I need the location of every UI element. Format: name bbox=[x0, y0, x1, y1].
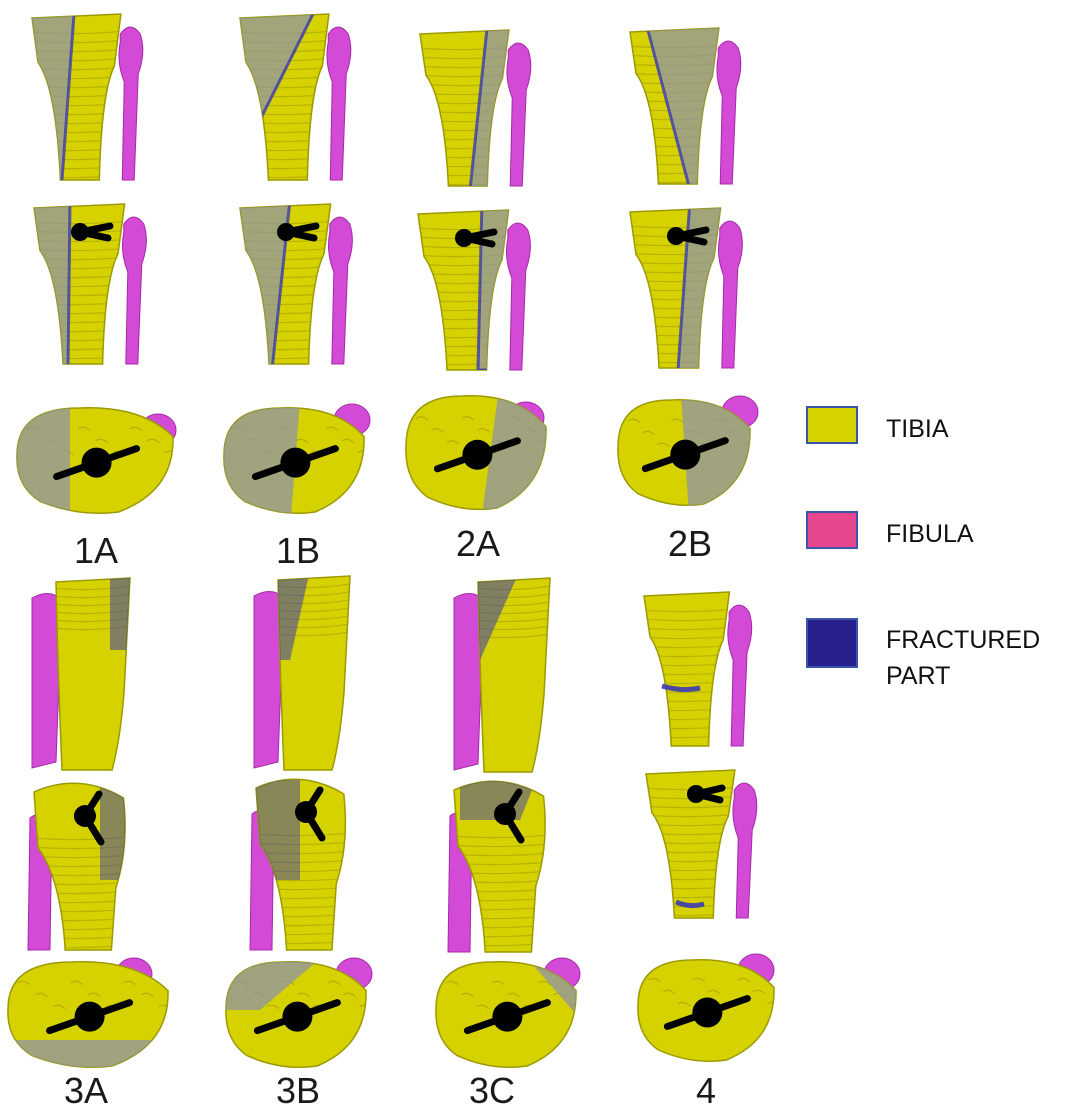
axial-view-1b bbox=[200, 400, 370, 530]
front-implant-view-1b bbox=[236, 200, 352, 370]
legend-label-fractured: FRACTURED bbox=[886, 625, 1040, 656]
side-view-3c bbox=[450, 570, 550, 772]
legend-swatch-fibula bbox=[806, 511, 858, 549]
fractured-region bbox=[110, 570, 140, 650]
case-label-3b: 3B bbox=[276, 1073, 320, 1109]
front-implant-view-4 bbox=[642, 770, 757, 918]
front-view-2a bbox=[416, 0, 540, 190]
axial-view-2b bbox=[618, 380, 760, 530]
front-view-1a bbox=[28, 0, 143, 180]
front-view-1b bbox=[236, 0, 351, 180]
front-implant-view-2b bbox=[626, 200, 750, 370]
front-view-2b bbox=[626, 0, 741, 190]
legend-swatch-fractured-part bbox=[806, 618, 858, 668]
fractured-region bbox=[678, 200, 750, 370]
case-label-2a: 2A bbox=[456, 526, 500, 562]
front-implant-view-1a bbox=[30, 200, 146, 370]
axial-view-2a bbox=[406, 380, 560, 530]
legend-swatch-tibia bbox=[806, 406, 858, 444]
fractured-region bbox=[100, 780, 150, 880]
legend-label-tibia: TIBIA bbox=[886, 414, 949, 445]
axial-view-4 bbox=[638, 954, 780, 1061]
axial-view-3b bbox=[210, 950, 372, 1067]
oblique-view-3c bbox=[448, 770, 560, 952]
axial-view-1a bbox=[0, 400, 176, 530]
case-label-4: 4 bbox=[696, 1073, 716, 1109]
legend-label-part: PART bbox=[886, 661, 950, 692]
legend-label-fibula: FIBULA bbox=[886, 519, 974, 550]
case-label-3a: 3A bbox=[64, 1073, 108, 1109]
front-view-4 bbox=[640, 592, 752, 747]
oblique-view-3a bbox=[28, 780, 150, 950]
fractured-region bbox=[478, 200, 540, 370]
case-label-1b: 1B bbox=[276, 533, 320, 569]
side-view-3a bbox=[32, 570, 140, 770]
case-label-1a: 1A bbox=[74, 533, 118, 569]
fractured-region bbox=[470, 0, 540, 190]
case-label-3c: 3C bbox=[469, 1073, 515, 1109]
front-implant-view-2a bbox=[414, 200, 540, 370]
axial-view-3c bbox=[436, 950, 590, 1067]
oblique-view-3b bbox=[250, 779, 360, 950]
axial-view-3a bbox=[0, 958, 200, 1080]
side-view-3b bbox=[254, 570, 350, 770]
fractured-region bbox=[0, 400, 70, 530]
case-label-2b: 2B bbox=[668, 526, 712, 562]
